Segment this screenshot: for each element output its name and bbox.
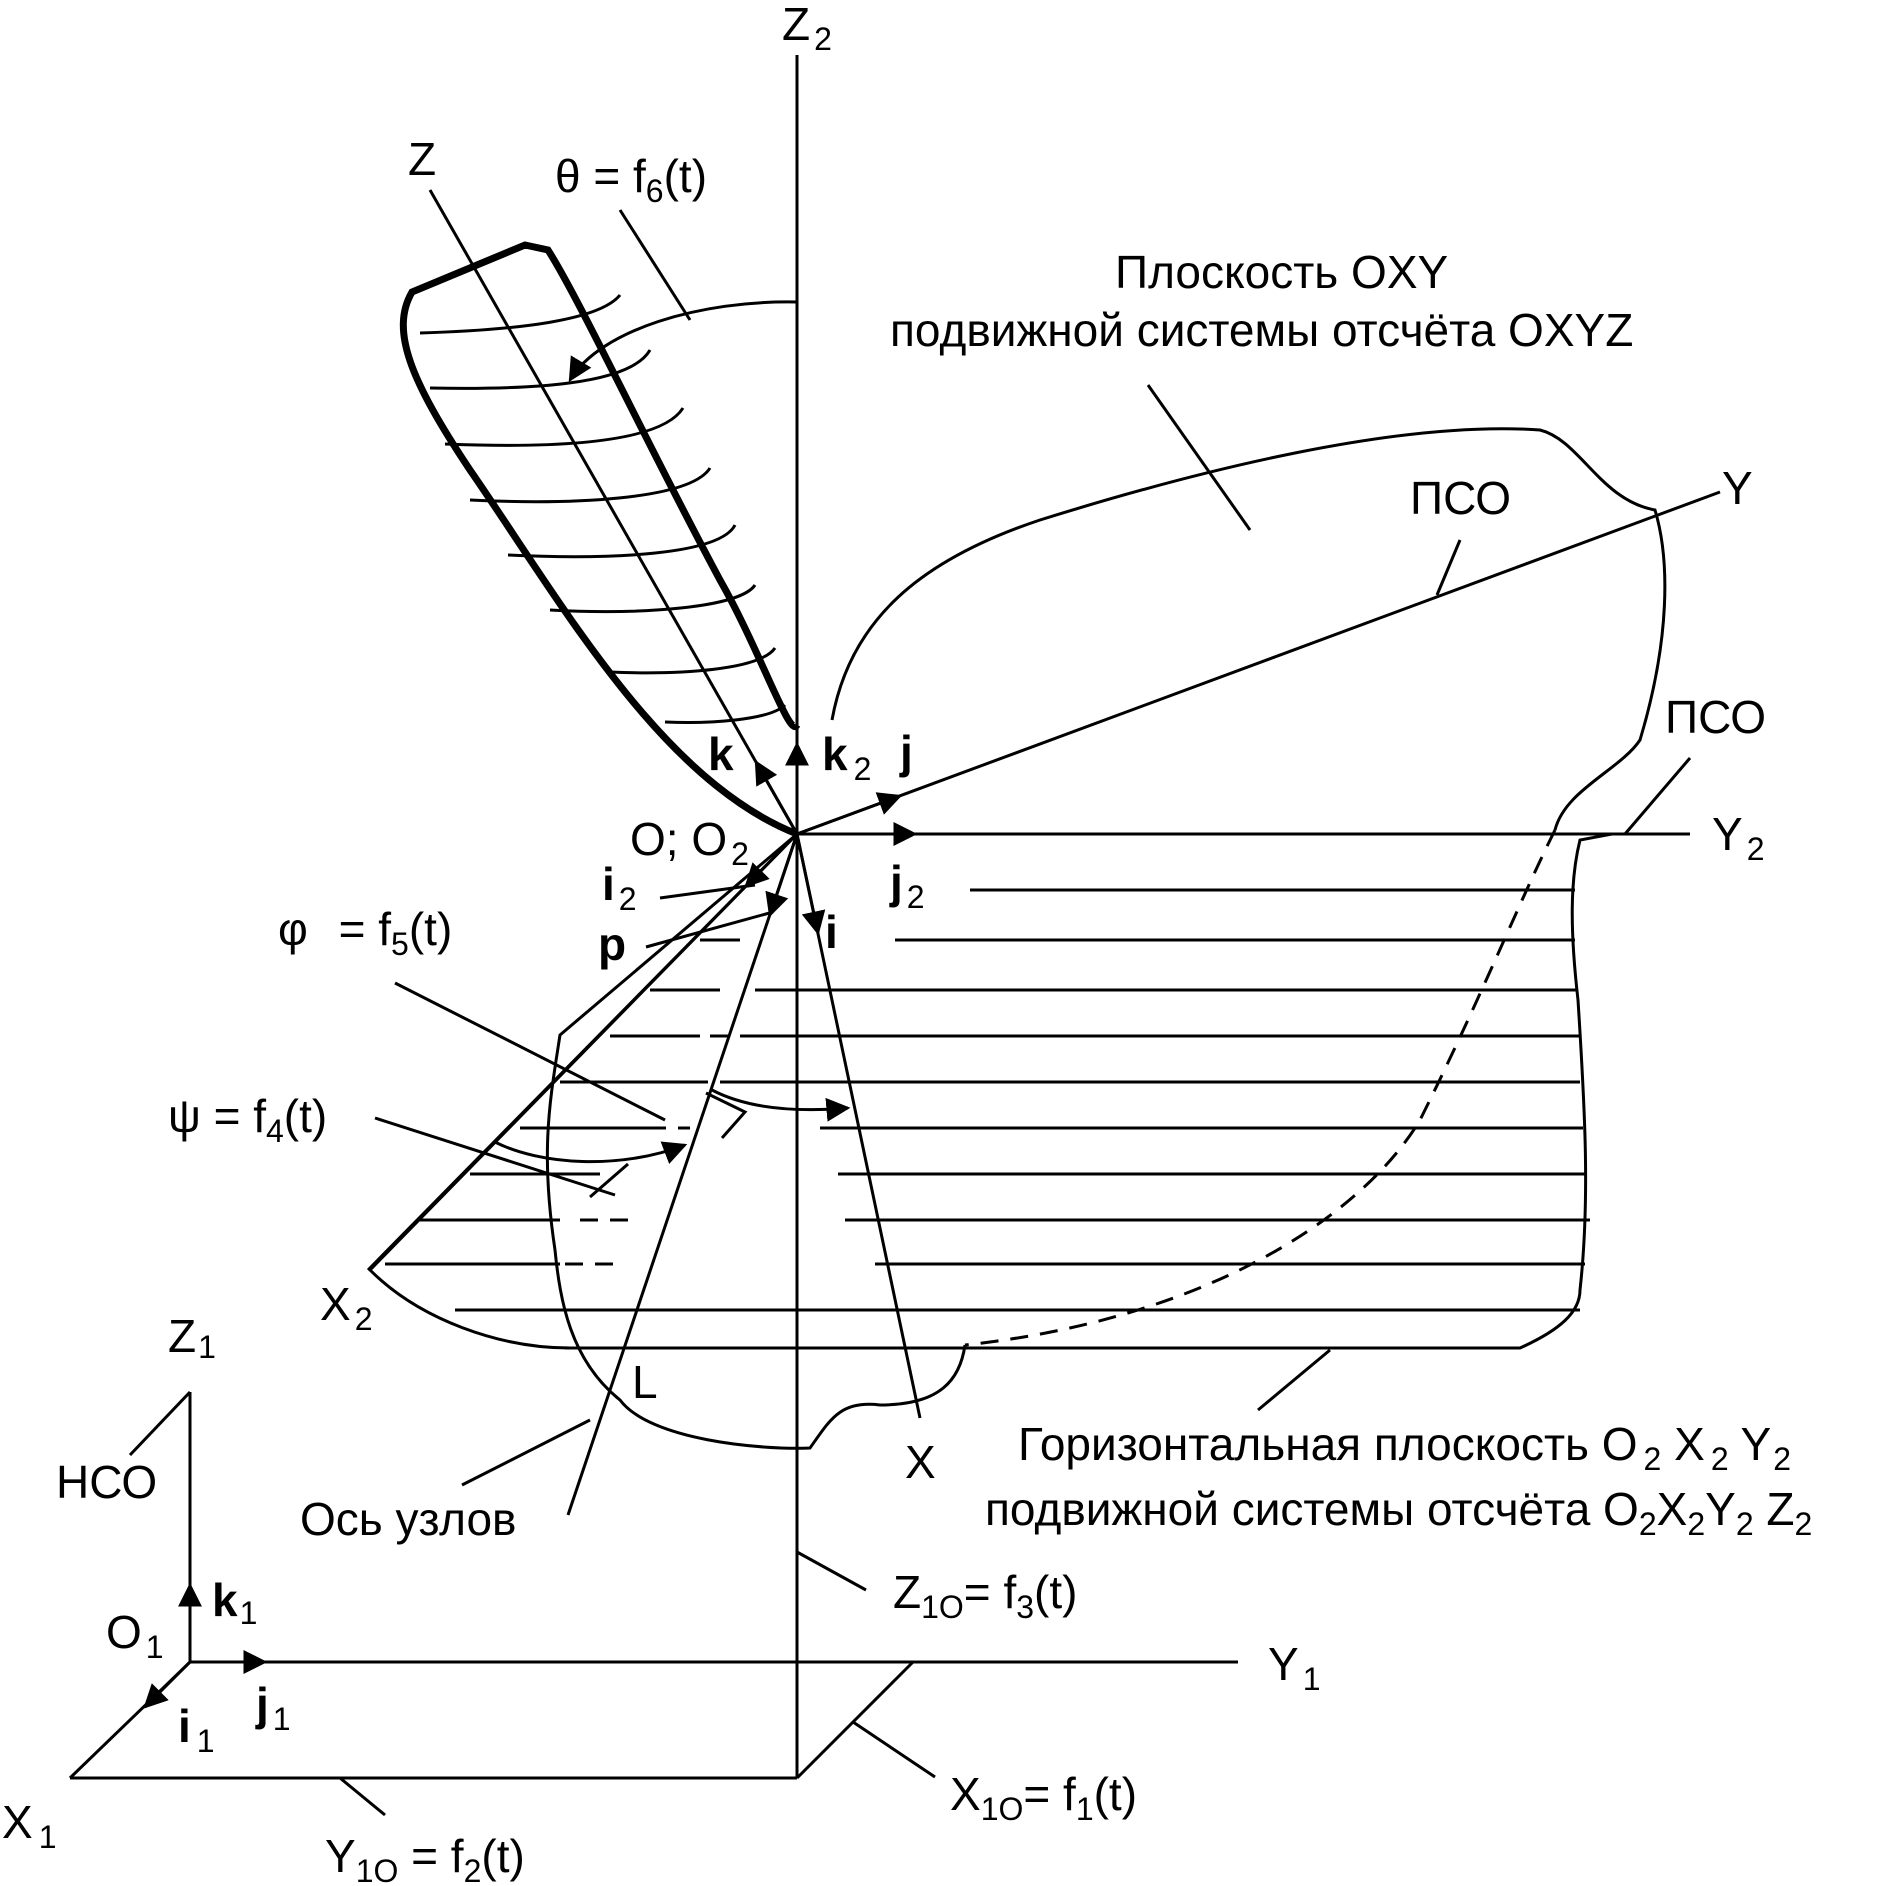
i2-vector [744, 832, 799, 888]
upper-lobe-hatching [419, 294, 787, 724]
p-leader [645, 910, 774, 949]
k-label: k [708, 728, 734, 780]
theta-arc [568, 300, 798, 383]
nodes-axis [566, 833, 799, 1516]
l-label: L [632, 1356, 658, 1408]
nso-leader [128, 1390, 192, 1457]
x10-leader [852, 1720, 936, 1779]
phi-label: φ = f5(t) [278, 903, 452, 962]
z-axis [428, 189, 799, 835]
x-label: X [905, 1436, 936, 1488]
horizontal-plane-line2: подвижной системы отсчёта O2X2Y2 Z2 [985, 1483, 1812, 1542]
p-vector [765, 833, 799, 918]
upper-lobe-outline [399, 241, 801, 838]
psi-leader [374, 1116, 616, 1197]
pso-label-y2: ПСО [1665, 691, 1766, 743]
j-vector [796, 792, 903, 836]
nodes-axis-leader [461, 1418, 591, 1487]
psi-corner [589, 1162, 629, 1199]
pso-leader-y2 [1623, 757, 1692, 835]
y-axis [796, 490, 1721, 836]
horizontal-plane-hatching [385, 888, 1590, 1350]
i2-leader [659, 883, 756, 900]
horizontal-plane-outline [367, 832, 1690, 1350]
k1-label: k1 [212, 1574, 257, 1631]
pso-label-y: ПСО [1410, 472, 1511, 524]
psi-arc [494, 1140, 688, 1164]
z10-leader [796, 1550, 867, 1592]
k-vector [754, 759, 799, 835]
plane-oxy-line1: Плоскость OXY [1115, 246, 1448, 298]
horizontal-plane-leader [1257, 1348, 1331, 1412]
fixed-frame [68, 1390, 1238, 1817]
plane-oxy-leader [1146, 384, 1252, 531]
plane-oxy-line2: подвижной системы отсчёта OXYZ [890, 304, 1633, 356]
moving-plane-lower-outline [545, 832, 967, 1450]
y10-leader [339, 1776, 386, 1817]
phi-corner [705, 1091, 748, 1139]
i-label: i [825, 906, 838, 958]
pso-leader-y [1435, 539, 1462, 596]
phi-leader [394, 981, 666, 1122]
z1-label: Z1 [168, 1310, 216, 1365]
y10-label: Y1O = f2(t) [325, 1830, 525, 1886]
j-label: j [899, 726, 913, 778]
nodes-axis-label: Ось узлов [300, 1493, 516, 1545]
moving-plane-oxy-outline [830, 427, 1667, 831]
x2-axis [366, 832, 799, 1272]
nso-label: НСО [56, 1456, 157, 1508]
y-label: Y [1722, 462, 1753, 514]
theta-leader [618, 209, 692, 321]
i-vector [795, 833, 826, 936]
i1-vector [143, 1660, 192, 1709]
theta-label: θ = f6(t) [555, 150, 707, 209]
phi-arc [711, 1088, 851, 1122]
y10-line [795, 1660, 915, 1780]
x10-label: X1O= f1(t) [950, 1768, 1137, 1827]
z10-label: Z1O= f3(t) [893, 1566, 1077, 1625]
psi-label: ψ = f4(t) [168, 1090, 327, 1149]
z-label: Z [408, 133, 436, 185]
p-label: p [598, 918, 626, 970]
moving-plane-hidden-edge [964, 829, 1557, 1347]
